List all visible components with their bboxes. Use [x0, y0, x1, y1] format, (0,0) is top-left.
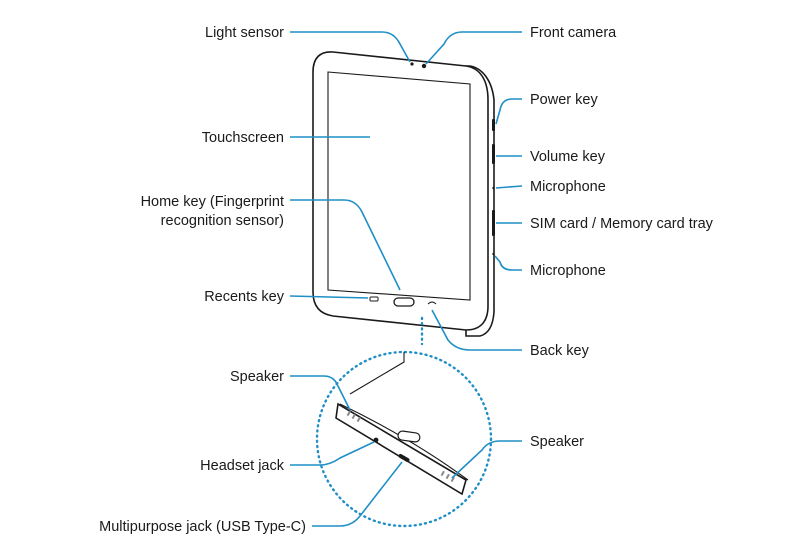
label-home-key-line1: Home key (Fingerprint	[141, 194, 284, 210]
label-multipurpose-jack: Multipurpose jack (USB Type-C)	[99, 519, 306, 535]
usb-c-port	[398, 454, 410, 462]
touchscreen-area	[327, 71, 471, 301]
label-speaker-right: Speaker	[530, 434, 584, 450]
leader-multipurpose-jack	[312, 461, 403, 527]
power-key-button	[492, 119, 495, 131]
label-back-key: Back key	[530, 343, 590, 359]
recents-key-glyph	[369, 296, 379, 302]
label-microphone-bottom: Microphone	[530, 263, 606, 279]
leader-home-key	[290, 199, 401, 291]
leader-lines	[289, 31, 523, 527]
label-power-key: Power key	[530, 92, 598, 108]
label-speaker-left: Speaker	[230, 369, 284, 385]
tablet-device	[312, 51, 495, 337]
label-front-camera: Front camera	[530, 25, 617, 41]
label-light-sensor: Light sensor	[205, 25, 284, 41]
side-mic-top-hole	[492, 186, 495, 190]
label-recents-key: Recents key	[204, 289, 285, 305]
volume-key-button	[492, 144, 495, 164]
leader-front-camera	[425, 31, 522, 65]
sim-tray-slot	[492, 210, 495, 236]
headset-jack-hole	[373, 437, 379, 443]
leader-speaker-left	[290, 375, 351, 411]
bottom-edge-magnifier	[315, 316, 493, 528]
leader-microphone-bottom	[494, 255, 522, 271]
leader-light-sensor	[290, 31, 411, 63]
left-speaker-grille	[346, 410, 361, 423]
magnified-device-edge-bottom	[335, 402, 467, 496]
callout-labels: Light sensor Front camera Power key Volu…	[99, 25, 713, 535]
label-microphone-top: Microphone	[530, 179, 606, 195]
label-headset-jack: Headset jack	[200, 458, 285, 474]
magnified-device-front	[349, 352, 405, 395]
back-key-glyph	[427, 301, 437, 305]
right-speaker-grille	[440, 470, 455, 483]
leader-power-key	[495, 98, 522, 125]
tablet-front-face	[312, 51, 489, 331]
leader-recents-key	[289, 295, 369, 299]
leader-microphone-top	[495, 185, 523, 189]
leader-headset-jack	[290, 441, 375, 466]
front-camera-lens	[421, 63, 427, 69]
leader-back-key	[431, 309, 522, 351]
leader-speaker-right	[451, 440, 522, 479]
label-sim-tray: SIM card / Memory card tray	[530, 216, 714, 232]
side-mic-bottom-hole	[492, 252, 495, 256]
label-home-key-line2: recognition sensor)	[161, 213, 284, 229]
home-key-button	[393, 297, 415, 307]
label-touchscreen: Touchscreen	[202, 130, 284, 146]
label-volume-key: Volume key	[530, 149, 606, 165]
light-sensor-hole	[410, 62, 414, 66]
magnified-home-key	[397, 430, 421, 443]
